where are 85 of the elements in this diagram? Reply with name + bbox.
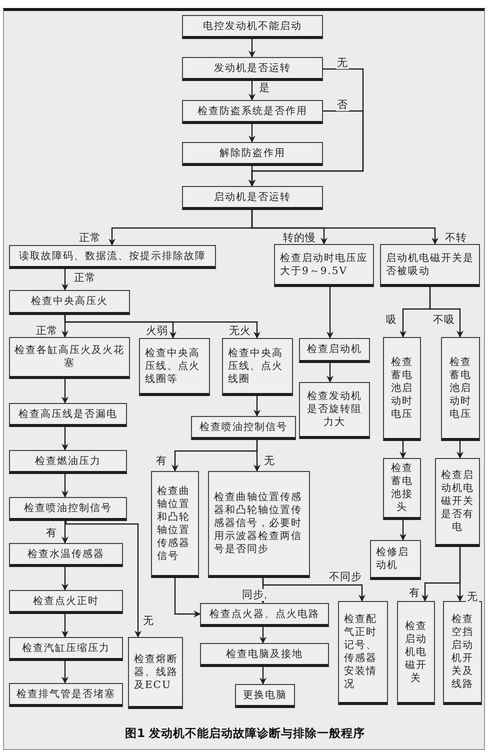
edge-label: 火弱 — [145, 325, 169, 337]
edge-label: 正常 — [73, 272, 97, 284]
edge-label: 不吸 — [432, 314, 456, 326]
edge-label: 是 — [258, 82, 271, 94]
edge-label: 有 — [155, 455, 168, 467]
edge-label: 有 — [408, 587, 421, 599]
process-box: 检查曲轴位置和凸轮轴位置传感器信号 — [151, 471, 199, 578]
process-box: 检查喷油控制信号 — [191, 416, 296, 440]
arrow — [62, 474, 68, 498]
arrow — [62, 521, 68, 544]
edge-label: 无 — [336, 57, 349, 69]
arrow — [260, 627, 266, 644]
arrow — [326, 363, 334, 383]
process-box: 检查蓄电池启动时电压 — [383, 337, 421, 441]
process-box: 检查喷油控制信号 — [9, 497, 127, 521]
arrow — [251, 210, 438, 245]
process-box: 检查电脑及接地 — [200, 643, 329, 667]
arrow — [456, 547, 464, 602]
process-box: 更换电脑 — [235, 684, 295, 708]
arrow — [65, 521, 142, 638]
arrow — [64, 315, 260, 339]
process-box: 检查发动机是否旋转阻力大 — [299, 382, 370, 439]
arrow — [248, 39, 256, 58]
process-box: 检查蓄电池启动时电压 — [441, 337, 480, 441]
arrow — [62, 427, 68, 451]
arrow — [260, 667, 266, 685]
caption: 图1 发动机不能启动故障诊断与排除一般程序 — [124, 726, 366, 741]
edge-label: 无 — [263, 455, 276, 467]
process-box: 检查水温传感器 — [9, 543, 123, 567]
process-box: 检查启动机 — [299, 338, 370, 363]
arrow — [400, 520, 406, 541]
arrow — [456, 441, 464, 459]
process-box: 检查中央高压线、点火线圈 — [222, 338, 293, 396]
process-box: 检查高压线是否漏电 — [9, 403, 127, 427]
process-box: 解除防盗作用 — [182, 142, 323, 166]
process-box: 检查各缸高压火及火花塞 — [9, 337, 130, 379]
edge-label: 转的慢 — [282, 232, 317, 244]
arrow — [326, 287, 334, 339]
arrow — [248, 166, 256, 187]
process-box: 启动机是否运转 — [182, 186, 323, 210]
edge-label: 正常 — [35, 325, 59, 337]
arrow — [400, 441, 406, 459]
arrow — [62, 567, 68, 591]
process-box: 启动机电磁开关是否被吸动 — [380, 244, 480, 287]
process-box: 检查点火正时 — [9, 590, 123, 614]
edge-label: 否 — [336, 99, 349, 111]
process-box: 检查蓄电池接头 — [383, 458, 421, 520]
process-box: 检修启动机 — [370, 540, 421, 580]
arrow — [429, 287, 464, 338]
process-box: 检查中央高压火 — [9, 290, 130, 315]
process-box: 发动机是否运转 — [182, 57, 323, 81]
process-box: 检查汽缸压缩压力 — [9, 637, 123, 661]
process-box: 检查熔断器、线路及ECU — [128, 637, 183, 709]
process-box: 检查燃油压力 — [9, 450, 127, 474]
edge-label: 无 — [142, 615, 155, 627]
process-box: 检查配气正时记号、传感器安装情况 — [338, 601, 388, 705]
arrow — [254, 396, 260, 417]
process-box: 检查空挡启动机开关及线路 — [443, 601, 482, 705]
process-box: 电控发动机不能启动 — [182, 15, 323, 39]
process-box: 检查点火器、点火电路 — [200, 603, 329, 627]
arrow — [248, 124, 256, 143]
edge-label: 正常 — [78, 232, 102, 244]
process-box: 检查中央高压线、点火线圈等 — [139, 338, 210, 396]
edge-label: 无火 — [228, 325, 252, 337]
process-box: 检查防盗系统是否作用 — [182, 100, 323, 124]
process-box: 检查启动机电磁开关 — [397, 601, 435, 705]
edge-label: 有 — [45, 527, 58, 539]
arrow — [62, 614, 68, 638]
process-box: 检查启动机电磁开关是否有电 — [435, 458, 480, 547]
edge-label: 吸 — [385, 314, 398, 326]
arrow — [248, 81, 256, 101]
arrow — [62, 661, 68, 684]
arrow — [62, 379, 68, 404]
edge-label: 不同步 — [328, 571, 363, 583]
arrow — [62, 269, 68, 291]
arrow — [262, 578, 366, 602]
arrow — [174, 578, 201, 618]
process-box: 检查排气管是否堵塞 — [9, 683, 123, 707]
edge-label: 不转 — [444, 232, 468, 244]
process-box: 读取故障码、数据流、按提示排除故障 — [9, 245, 216, 269]
process-box: 检查启动时电压应大于9～9.5V — [274, 244, 374, 287]
arrow — [254, 440, 260, 472]
edge-label: 同步 — [241, 589, 265, 601]
process-box: 检查曲轴位置传感器和凸轮轴位置传感器信号，必要时用示波器检查两信号是否同步 — [208, 471, 310, 578]
edge-label: 无 — [466, 591, 479, 603]
